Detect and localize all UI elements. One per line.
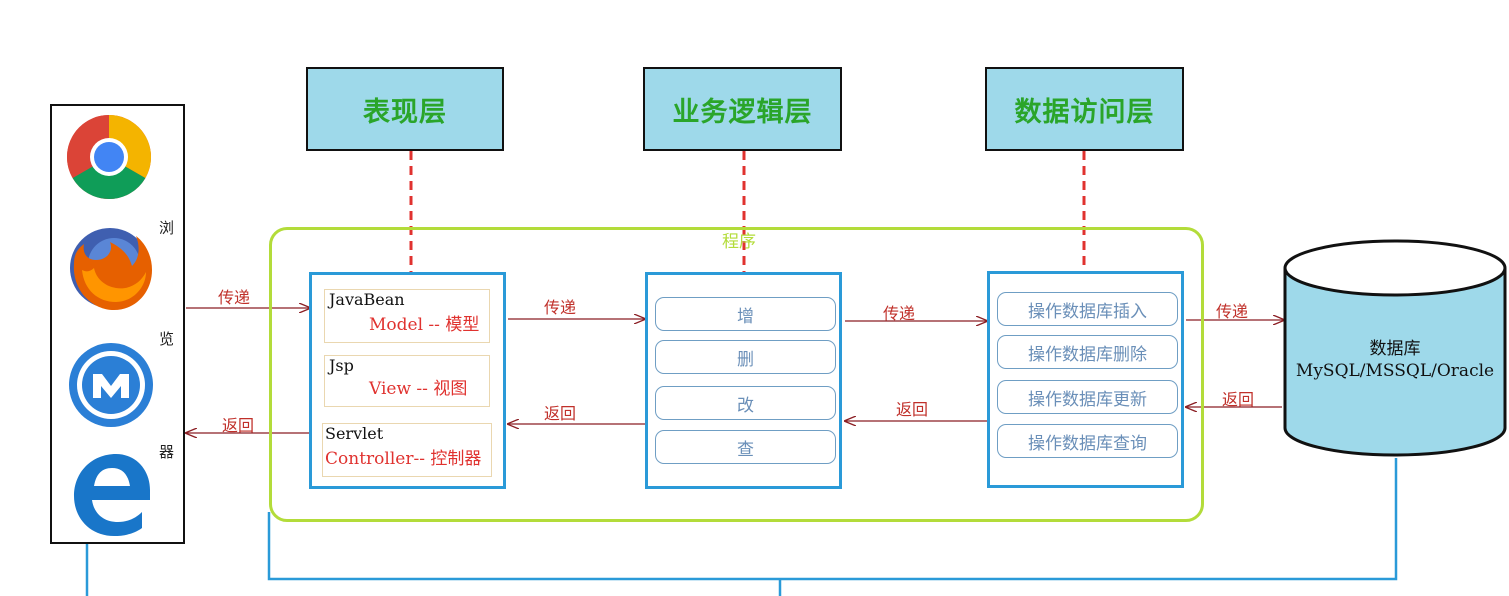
database-title: 数据库: [1369, 339, 1421, 359]
mvc-desc-controller: Controller-- 控制器: [325, 449, 482, 469]
layer-header-presentation: 表现层: [306, 67, 504, 151]
mvc-card-view: Jsp View -- 视图: [324, 355, 490, 407]
database-cylinder: [1283, 239, 1507, 457]
browser-label-char-3: 器: [159, 443, 175, 461]
mvc-card-controller: Servlet Controller-- 控制器: [322, 423, 492, 477]
mvc-card-model: JavaBean Model -- 模型: [324, 289, 490, 343]
layer-header-business: 业务逻辑层: [643, 67, 842, 151]
mvc-title-servlet: Servlet: [325, 424, 384, 443]
firefox-icon: [70, 228, 152, 310]
presentation-box: JavaBean Model -- 模型 Jsp View -- 视图 Serv…: [309, 272, 506, 489]
arrow-label-return-2: 返回: [896, 400, 929, 419]
db-op-delete: 操作数据库删除: [997, 335, 1178, 369]
data-access-box: 操作数据库插入 操作数据库删除 操作数据库更新 操作数据库查询: [987, 271, 1184, 488]
crud-item-create: 增: [655, 297, 836, 331]
arrow-label-pass-2: 传递: [544, 298, 577, 317]
crud-item-query: 查: [655, 430, 836, 464]
layer-header-data-access: 数据访问层: [985, 67, 1184, 151]
program-label: 程序: [722, 232, 756, 252]
db-op-query: 操作数据库查询: [997, 424, 1178, 458]
arrow-label-return-4: 返回: [222, 416, 255, 435]
mvc-title-jsp: Jsp: [329, 356, 354, 375]
arrow-label-pass-3: 传递: [883, 304, 916, 323]
bottom-bracket: [267, 458, 1398, 581]
arrow-label-pass-4: 传递: [1216, 302, 1249, 321]
arrow-label-pass-1: 传递: [218, 288, 251, 307]
chrome-icon: [66, 114, 152, 200]
browser-label-char-2: 览: [159, 330, 175, 348]
arrow-label-return-1: 返回: [1222, 390, 1255, 409]
browser-panel: 浏 览 器: [50, 104, 185, 544]
browser-label-char-1: 浏: [159, 219, 175, 237]
arrow-label-return-3: 返回: [544, 404, 577, 423]
crud-item-update: 改: [655, 386, 836, 420]
db-op-update: 操作数据库更新: [997, 380, 1178, 414]
mvc-title-javabean: JavaBean: [329, 290, 405, 309]
mvc-desc-model: Model -- 模型: [369, 315, 480, 335]
mvc-desc-view: View -- 视图: [369, 379, 468, 399]
business-box: 增 删 改 查: [645, 272, 842, 489]
maxthon-icon: [69, 343, 153, 427]
db-op-insert: 操作数据库插入: [997, 292, 1178, 326]
edge-icon: [74, 454, 150, 536]
program-frame: [269, 227, 1204, 522]
database-subtitle: MySQL/MSSQL/Oracle: [1295, 361, 1495, 381]
crud-item-delete: 删: [655, 340, 836, 374]
